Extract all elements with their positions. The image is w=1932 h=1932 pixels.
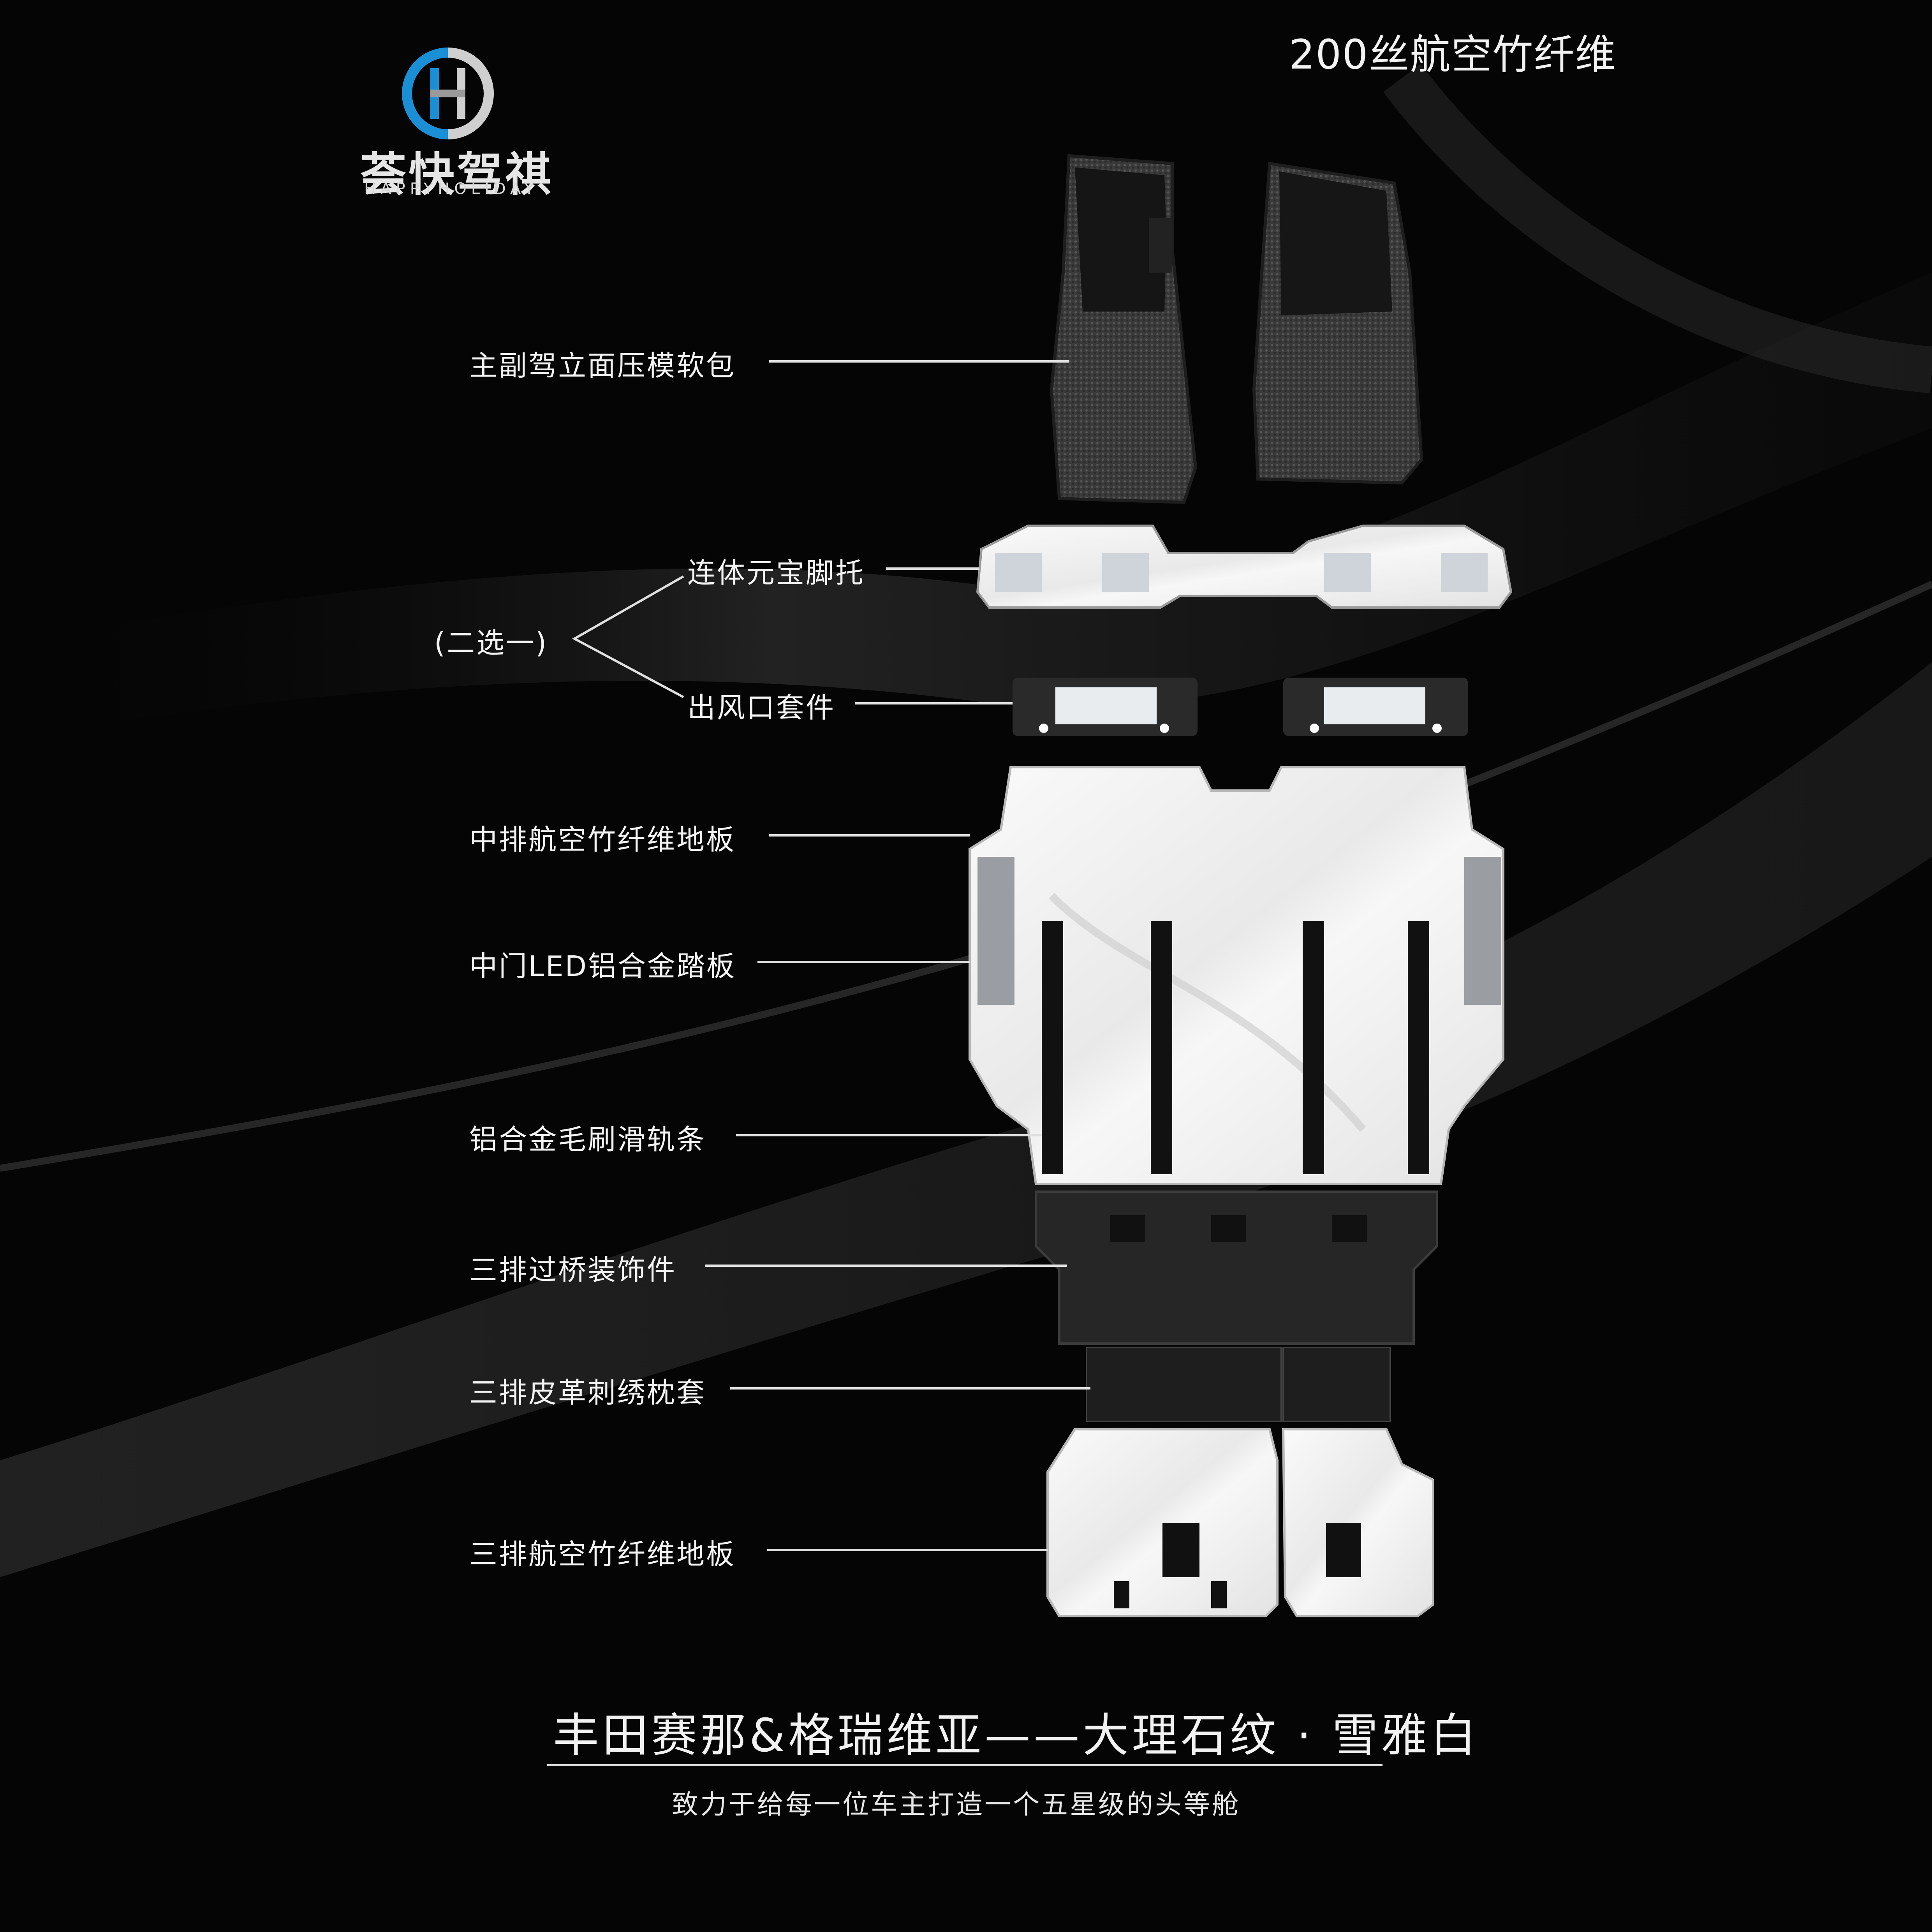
label-choose-one: (二选一): [434, 627, 548, 659]
label-vent-kit: 出风口套件: [687, 691, 836, 724]
label-led-step: 中门LED铝合金踏板: [469, 950, 736, 983]
label-rear-floor: 三排航空竹纤维地板: [469, 1538, 736, 1571]
brand-logo-icon: [402, 48, 494, 139]
middle-floor: [969, 766, 1504, 1185]
vent-kits: [1013, 678, 1468, 736]
label-pillow: 三排皮革刺绣枕套: [469, 1376, 706, 1409]
divider: [547, 1764, 1383, 1766]
tagline: 致力于给每一位车主打造一个五星级的头等舱: [672, 1789, 1241, 1820]
leather-pillow: [1086, 1347, 1391, 1422]
label-footrest: 连体元宝脚托: [687, 557, 865, 589]
footrest: [976, 525, 1513, 609]
product-title: 200丝航空竹纤维: [1289, 31, 1617, 78]
label-bridge-trim: 三排过桥装饰件: [469, 1254, 677, 1286]
label-brush-rail: 铝合金毛刷滑轨条: [469, 1123, 706, 1156]
bottom-title: 丰田赛那&格瑞维亚——大理石纹 · 雪雅白: [553, 1708, 1479, 1762]
brand-name-cn: 荟快驾祺: [360, 148, 554, 201]
rear-floor: [1046, 1428, 1434, 1617]
front-mats: [1050, 154, 1423, 504]
brand-name-en: HAPPYHOLIDAY: [364, 180, 539, 198]
bridge-trim: [1035, 1191, 1438, 1345]
leader-lines: [572, 360, 1090, 1551]
label-front-mats: 主副驾立面压模软包: [469, 349, 736, 382]
label-mid-floor: 中排航空竹纤维地板: [469, 823, 736, 856]
